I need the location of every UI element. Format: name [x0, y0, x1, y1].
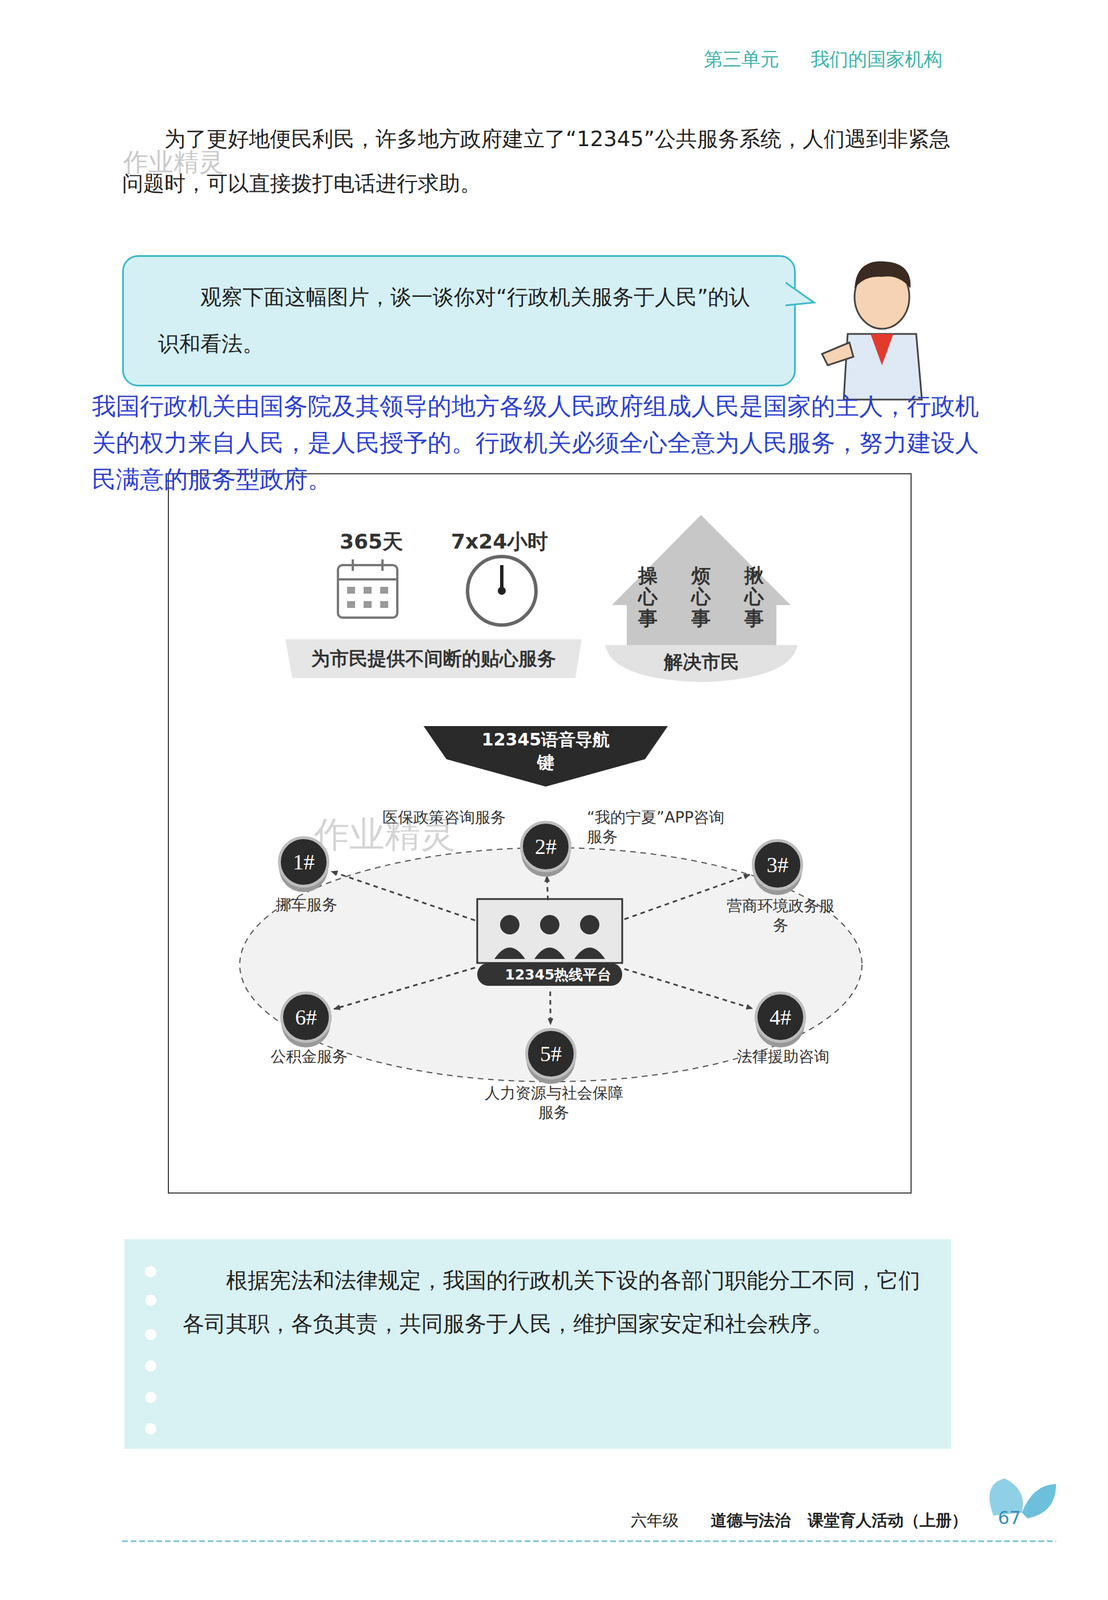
- stat-text: 7x24小时: [450, 528, 549, 556]
- house-text: 解决市民: [611, 649, 791, 676]
- footer-text: 课堂育人活动（上册）: [807, 1509, 968, 1532]
- callout-number: 2#: [534, 833, 557, 860]
- connector-arrow: [624, 968, 753, 1009]
- circle-node: 2#医保政策咨询服务“我的宁夏”APP咨询服务: [520, 820, 572, 873]
- leaf: [1021, 1484, 1057, 1519]
- platform-text: 12345热线平台: [505, 965, 612, 985]
- footer-text: 道德与法治: [710, 1509, 791, 1532]
- bubble-node: 观察下面这幅图片，谈一谈你对“行政机关服务于人民”的认识和看法。: [122, 255, 796, 387]
- service-label: “我的宁夏”APP咨询服务: [586, 807, 730, 847]
- figure-frame: [168, 473, 912, 1194]
- vertical-text: 烦心事: [691, 565, 711, 640]
- footer-text: 六年级: [630, 1509, 679, 1532]
- band-text: 为市民提供不间断的贴心服务: [311, 646, 556, 672]
- house-arrow: [611, 514, 791, 646]
- note-dots: [144, 1266, 157, 1435]
- connector-arrow: [331, 871, 475, 921]
- band-shape: [285, 639, 582, 679]
- arrowtxt-node: 12345语音导航键: [456, 728, 635, 775]
- service-label: 医保政策咨询服务: [374, 807, 506, 828]
- callout-number: 5#: [540, 1041, 562, 1067]
- boy-figure: [822, 261, 922, 400]
- connector-arrow: [546, 875, 549, 901]
- calendar-icon: [337, 559, 398, 618]
- service-label: 人力资源与社会保障服务: [482, 1083, 626, 1123]
- circle-node: 6#公积金服务: [280, 991, 332, 1043]
- col-node: 烦心事: [687, 565, 715, 640]
- service-label: 挪车服务: [249, 895, 364, 915]
- callout-number: 3#: [766, 852, 789, 878]
- platform-node: 12345热线平台: [477, 963, 623, 986]
- service-label: 公积金服务: [246, 1046, 372, 1067]
- circle-node: 3#营商环境政务服务: [751, 839, 804, 891]
- connector-arrow: [333, 967, 475, 1009]
- answer-text: 我国行政机关由国务院及其领导的地方各级人民政府组成人民是国家的主人，行政机关的权…: [91, 388, 1000, 498]
- callout-number: 6#: [295, 1004, 317, 1030]
- page-number: 67: [997, 1507, 1022, 1529]
- circle-node: 1#挪车服务: [277, 836, 330, 888]
- big-arrow: [423, 726, 668, 787]
- clock-icon: [467, 556, 537, 626]
- band-node: 为市民提供不间断的贴心服务: [285, 639, 582, 679]
- col-node: 操心事: [634, 565, 662, 640]
- circle-node: 4#法律援助咨询: [754, 991, 807, 1043]
- house-base: [605, 645, 798, 683]
- header-text: 我们的国家机构: [810, 46, 943, 73]
- service-label: 营商环境政务服务: [723, 896, 838, 936]
- stat-text: 365天: [339, 528, 404, 556]
- note-text: 根据宪法和法律规定，我国的行政机关下设的各部门职能分工不同，它们各司其职，各负其…: [182, 1258, 937, 1346]
- vertical-text: 操心事: [638, 565, 658, 640]
- circle-node: 5#人力资源与社会保障服务: [525, 1028, 577, 1080]
- house-node: 解决市民 操心事 烦心事 揪心事: [611, 514, 791, 682]
- col-node: 揪心事: [740, 565, 768, 640]
- footer-rule: [122, 1540, 1057, 1543]
- vertical-text: 揪心事: [744, 565, 764, 640]
- header-text: 第三单元: [703, 46, 780, 73]
- operators-icon: [477, 899, 623, 964]
- callout-number: 1#: [292, 849, 315, 875]
- bubble-tail: [785, 279, 820, 314]
- note-box: [124, 1239, 952, 1449]
- service-label: 法律援助咨询: [726, 1046, 841, 1067]
- note-node: 根据宪法和法律规定，我国的行政机关下设的各部门职能分工不同，它们各司其职，各负其…: [182, 1258, 937, 1346]
- watermark: 作业精灵: [123, 145, 224, 180]
- arrow-text: 12345语音导航键: [480, 728, 612, 775]
- callout-number: 4#: [769, 1004, 792, 1030]
- connector-arrow: [549, 991, 552, 1025]
- question-text: 观察下面这幅图片，谈一谈你对“行政机关服务于人民”的认识和看法。: [158, 274, 760, 368]
- body-paragraph: 为了更好地便民利民，许多地方政府建立了“12345”公共服务系统，人们遇到非紧急…: [122, 117, 968, 207]
